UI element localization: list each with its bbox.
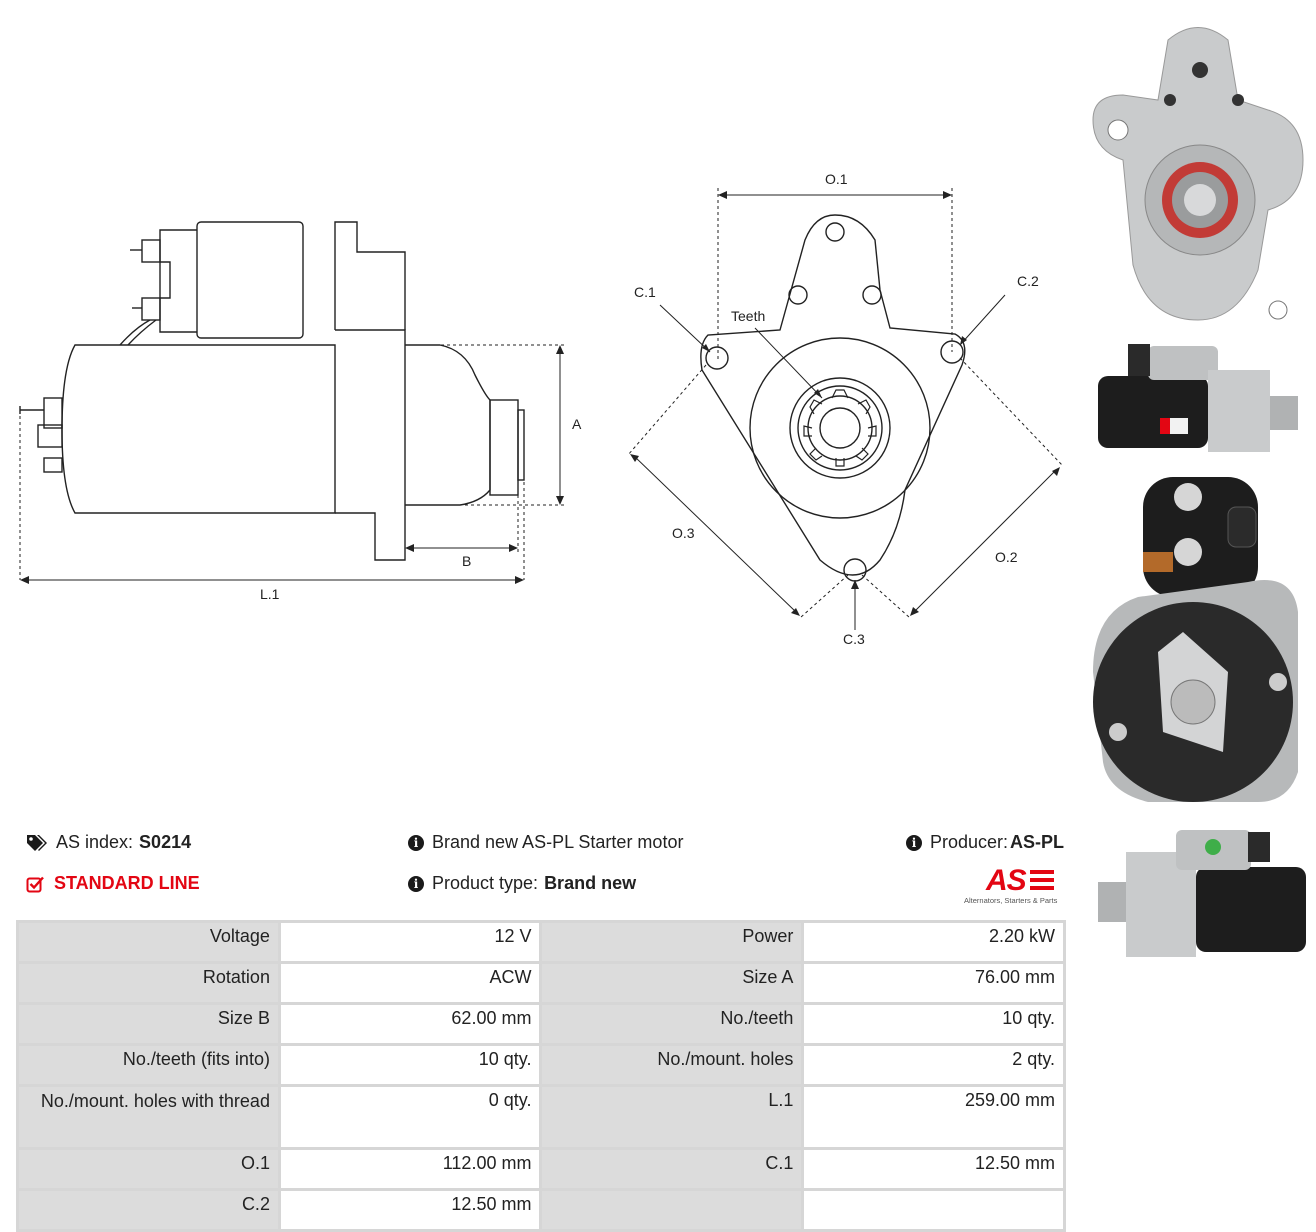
spec-value: 12 V	[280, 923, 540, 961]
as-logo-mark: AS	[986, 864, 1027, 897]
photo-rear-view[interactable]	[1088, 472, 1308, 812]
as-index-value: S0214	[139, 832, 192, 852]
description: i Brand new AS-PL Starter motor	[408, 832, 683, 853]
spec-value: 76.00 mm	[804, 964, 1063, 1002]
side-view-drawing: A B L.1	[19, 221, 582, 602]
spec-value: 2.20 kW	[804, 923, 1063, 961]
producer-label: Producer:	[930, 832, 1009, 852]
info-icon: i	[408, 875, 424, 892]
table-row: O.1 112.00 mm C.1 12.50 mm	[19, 1150, 1063, 1188]
producer: i Producer: AS-PL	[906, 832, 1064, 853]
as-index: AS index: S0214	[26, 832, 191, 853]
spec-value: 12.50 mm	[280, 1191, 540, 1229]
dim-label-o1: O.1	[825, 171, 848, 187]
info-icon: i	[408, 834, 424, 851]
spec-key: C.1	[542, 1150, 802, 1188]
table-row: C.2 12.50 mm	[19, 1191, 1063, 1229]
spec-table: Voltage 12 V Power 2.20 kW Rotation ACW …	[16, 920, 1066, 1232]
spec-key	[542, 1191, 802, 1229]
spec-value: 2 qty.	[804, 1046, 1063, 1084]
product-type-value: Brand new	[544, 873, 637, 893]
spec-value: 0 qty.	[280, 1087, 540, 1147]
spec-value: 10 qty.	[804, 1005, 1063, 1043]
as-index-label: AS index:	[56, 832, 134, 852]
table-row: No./teeth (fits into) 10 qty. No./mount.…	[19, 1046, 1063, 1084]
spec-key: L.1	[542, 1087, 802, 1147]
spec-key: No./mount. holes	[542, 1046, 802, 1084]
spec-value: 12.50 mm	[804, 1150, 1063, 1188]
dim-label-teeth: Teeth	[731, 308, 765, 324]
spec-value: 259.00 mm	[804, 1087, 1063, 1147]
as-logo[interactable]: AS Alternators, Starters & Parts	[964, 864, 1068, 908]
table-row: No./mount. holes with thread 0 qty. L.1 …	[19, 1087, 1063, 1147]
as-logo-tagline: Alternators, Starters & Parts	[964, 896, 1058, 905]
spec-key: C.2	[19, 1191, 278, 1229]
spec-value: ACW	[280, 964, 540, 1002]
spec-value: 10 qty.	[280, 1046, 540, 1084]
dim-label-c2: C.2	[1017, 273, 1039, 289]
spec-key: No./teeth (fits into)	[19, 1046, 278, 1084]
info-icon: i	[906, 834, 922, 851]
producer-value: AS-PL	[1010, 832, 1065, 852]
photo-side-view-2[interactable]	[1088, 822, 1308, 972]
spec-key: Voltage	[19, 923, 278, 961]
spec-key: Rotation	[19, 964, 278, 1002]
description-text: Brand new AS-PL Starter motor	[432, 832, 684, 852]
spec-key: No./teeth	[542, 1005, 802, 1043]
spec-key: Size A	[542, 964, 802, 1002]
photo-side-view-1[interactable]	[1088, 336, 1308, 462]
table-row: Voltage 12 V Power 2.20 kW	[19, 923, 1063, 961]
product-type-label: Product type:	[432, 873, 539, 893]
spec-key: Size B	[19, 1005, 278, 1043]
front-view-drawing: O.1 C.1 C.2 Teeth O.3 O.2 C.3	[627, 171, 1063, 647]
table-row: Size B 62.00 mm No./teeth 10 qty.	[19, 1005, 1063, 1043]
spec-key: Power	[542, 923, 802, 961]
spec-key: No./mount. holes with thread	[19, 1087, 278, 1147]
dim-label-o3: O.3	[672, 525, 695, 541]
table-row: Rotation ACW Size A 76.00 mm	[19, 964, 1063, 1002]
dim-label-l1: L.1	[260, 586, 280, 602]
standard-line: STANDARD LINE	[26, 873, 200, 894]
spec-key: O.1	[19, 1150, 278, 1188]
standard-line-label: STANDARD LINE	[54, 873, 200, 893]
dim-label-c1: C.1	[634, 284, 656, 300]
dim-label-c3: C.3	[843, 631, 865, 647]
product-type: i Product type: Brand new	[408, 873, 636, 894]
checkbox-checked-icon	[26, 876, 44, 892]
spec-value: 112.00 mm	[280, 1150, 540, 1188]
dim-label-a: A	[572, 416, 582, 432]
dim-label-b: B	[462, 553, 471, 569]
photo-front-flange[interactable]	[1088, 10, 1308, 330]
spec-value: 62.00 mm	[280, 1005, 540, 1043]
spec-value	[804, 1191, 1063, 1229]
tags-icon	[27, 834, 47, 851]
dim-label-o2: O.2	[995, 549, 1018, 565]
